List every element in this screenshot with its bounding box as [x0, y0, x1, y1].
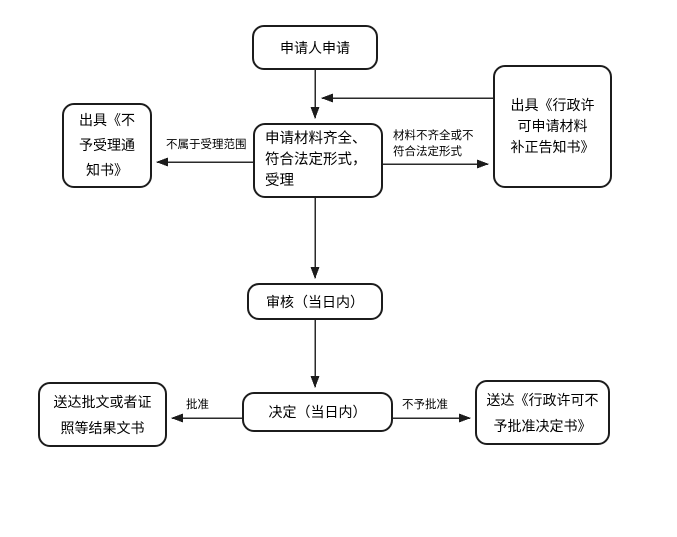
- node-correction-notice: 出具《行政许 可申请材料 补正告知书》: [493, 65, 612, 188]
- node-deliver-approval-documents: 送达批文或者证 照等结果文书: [38, 382, 167, 447]
- node-applicant-apply: 申请人申请: [252, 25, 378, 70]
- node-label: 申请人申请: [280, 39, 350, 56]
- node-label: 审核（当日内）: [266, 293, 364, 310]
- node-accept-application: 申请材料齐全、 符合法定形式， 受理: [253, 123, 383, 198]
- node-label-line: 送达《行政许可不: [486, 391, 599, 408]
- edge-label-not-in-scope: 不属于受理范围: [166, 139, 247, 151]
- node-label-line: 照等结果文书: [60, 419, 145, 436]
- node-label-line: 知书》: [86, 162, 128, 178]
- node-label-line: 送达批文或者证: [53, 393, 152, 410]
- node-label-line: 申请材料齐全、: [265, 131, 367, 147]
- edge-label-line: 符合法定形式: [393, 146, 462, 158]
- node-decision-same-day: 决定（当日内）: [242, 392, 393, 432]
- node-label-line: 出具《行政许: [510, 97, 595, 113]
- node-label-line: 可申请材料: [517, 118, 588, 134]
- edge-label-materials-incomplete: 材料不齐全或不 符合法定形式: [393, 128, 474, 160]
- node-deliver-denial-decision: 送达《行政许可不 予批准决定书》: [475, 380, 610, 445]
- node-review-same-day: 审核（当日内）: [247, 283, 383, 320]
- node-label-line: 予批准决定书》: [493, 417, 592, 434]
- node-label-line: 受理: [265, 173, 294, 189]
- node-label-line: 出具《不: [79, 112, 135, 128]
- edge-label-line: 材料不齐全或不: [393, 130, 474, 142]
- node-rejection-notice: 出具《不 予受理通 知书》: [62, 103, 152, 188]
- node-label-line: 符合法定形式，: [265, 152, 367, 168]
- node-label-line: 补正告知书》: [510, 139, 595, 155]
- edge-label-approved: 批准: [186, 399, 209, 411]
- edge-label-not-approved: 不予批准: [402, 399, 448, 411]
- node-label: 决定（当日内）: [268, 404, 367, 420]
- node-label-line: 予受理通: [79, 137, 135, 153]
